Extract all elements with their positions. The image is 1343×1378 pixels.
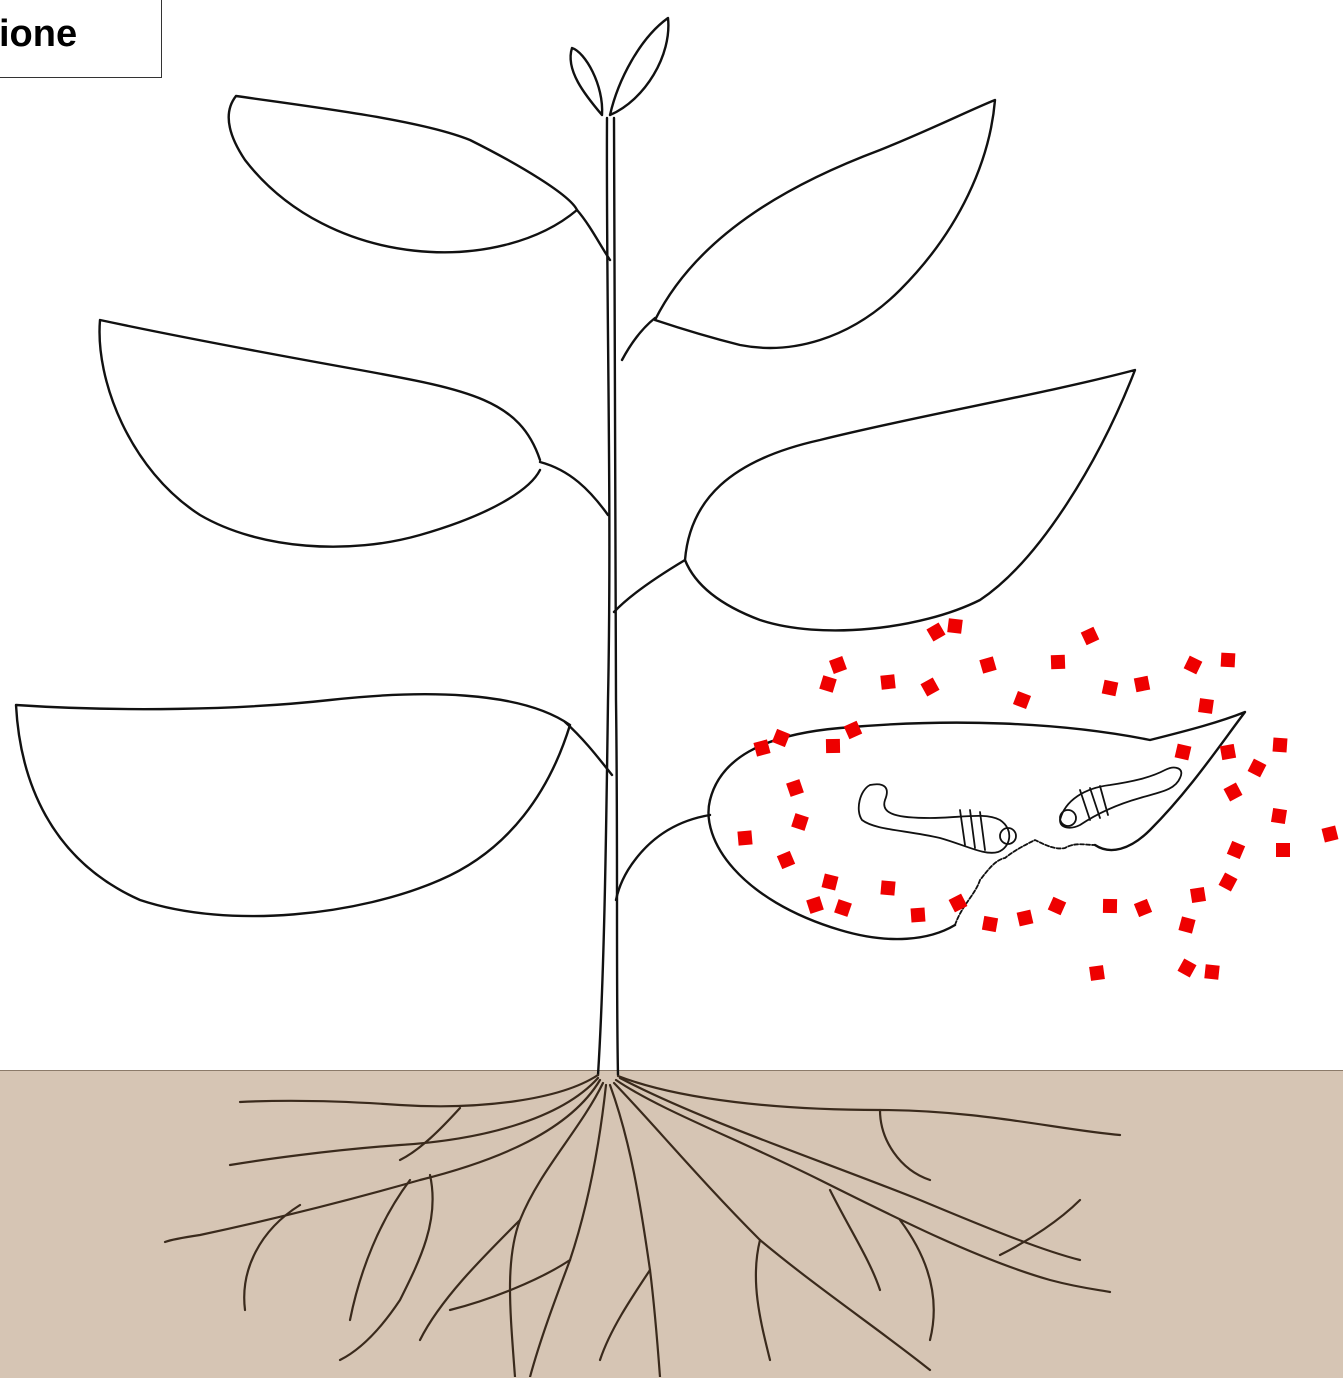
damage-marker (911, 908, 926, 923)
damage-marker (786, 779, 804, 797)
damage-marker (1103, 899, 1117, 913)
leaf-middle-right (614, 370, 1135, 630)
damage-marker (1184, 656, 1203, 675)
damage-marker (844, 721, 862, 739)
larva-right-icon (1060, 768, 1181, 828)
damage-marker (1271, 808, 1287, 824)
damage-marker (1175, 744, 1192, 761)
damage-marker (819, 675, 836, 692)
leaf-upper-left (229, 96, 610, 260)
damage-marker (880, 674, 895, 689)
damage-marker (829, 656, 847, 674)
damage-marker (777, 851, 795, 869)
leaf-middle-left (100, 320, 608, 547)
damage-marker (737, 830, 752, 845)
damage-marker (1048, 897, 1066, 915)
damage-marker (822, 874, 839, 891)
damage-marker (1081, 627, 1100, 646)
damage-marker (806, 896, 824, 914)
damage-marker (1134, 676, 1150, 692)
damage-marker (1224, 783, 1243, 802)
damage-marker (1219, 873, 1238, 892)
damage-marker (1227, 841, 1245, 859)
top-bud-leaf (571, 18, 669, 115)
damage-marker (826, 739, 840, 753)
damage-marker (926, 622, 945, 641)
leaf-lower-right-damaged (616, 712, 1245, 939)
damage-marker (1220, 744, 1236, 760)
damage-marker (949, 894, 968, 913)
damage-marker (1178, 916, 1195, 933)
damage-marker (1221, 653, 1236, 668)
damage-marker (772, 729, 790, 747)
leaf-lower-left (16, 694, 612, 916)
damage-marker (1051, 655, 1065, 669)
damage-marker (834, 899, 852, 917)
damage-marker (1134, 899, 1152, 917)
damage-marker (1276, 843, 1290, 857)
damage-marker (1248, 759, 1267, 778)
damage-marker (982, 916, 998, 932)
damage-marker (1190, 887, 1206, 903)
larva-left-icon (859, 784, 1016, 853)
damage-marker (920, 677, 939, 696)
damage-marker (1273, 738, 1288, 753)
damage-marker (1089, 965, 1105, 981)
stem (598, 118, 618, 1075)
damage-marker (791, 813, 809, 831)
damage-marker (1013, 691, 1031, 709)
damage-marker (1102, 680, 1119, 697)
damage-marker (1198, 698, 1214, 714)
leaf-upper-right (622, 100, 995, 360)
damage-marker (979, 656, 996, 673)
damage-marker (1322, 826, 1339, 843)
damage-marker (1017, 910, 1034, 927)
root-system (165, 1075, 1120, 1377)
damage-marker (1204, 964, 1219, 979)
damage-marker (1177, 958, 1196, 977)
damage-marker (880, 880, 895, 895)
damage-marker (947, 618, 963, 634)
